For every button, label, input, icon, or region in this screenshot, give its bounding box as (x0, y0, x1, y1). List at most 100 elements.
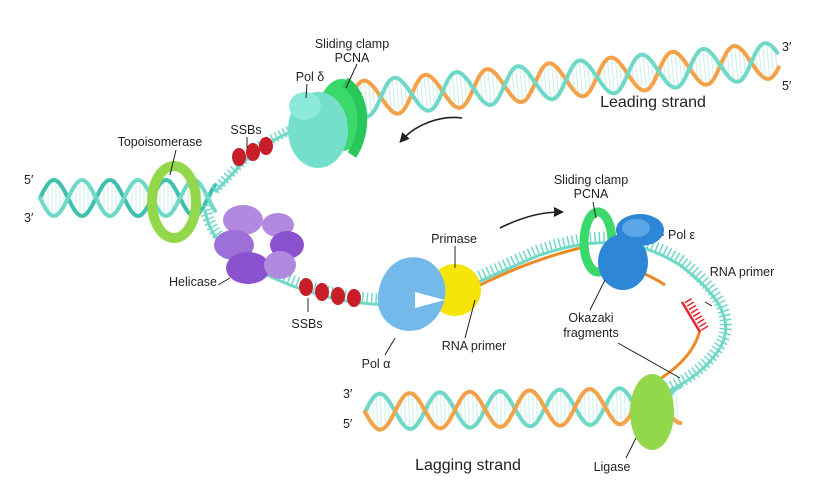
base-pair-rung (363, 80, 369, 117)
base-pair-rung (543, 66, 548, 98)
base-pair-rung (492, 395, 494, 423)
base-pair-rung (646, 56, 651, 88)
base-pair-rung (710, 53, 715, 80)
base-pair-rung (436, 393, 438, 428)
base-pair-rung (528, 390, 530, 427)
base-pair-rung (367, 82, 372, 115)
base-pair-rung (380, 393, 382, 430)
base-pair-rung (556, 390, 558, 425)
base-pair-rung (504, 393, 506, 425)
ssb-bead (299, 278, 313, 296)
label-pcna-top: PCNA (335, 51, 370, 65)
leader-lines (169, 63, 713, 459)
base-pair-rung (419, 78, 424, 109)
base-pair-rung (694, 55, 699, 80)
base-pair-rung (670, 52, 675, 88)
ssb-bead (246, 143, 260, 161)
base-pair-rung (408, 393, 410, 429)
ssbs-top-proteins (232, 137, 273, 166)
label-leading-strand: Leading strand (600, 94, 706, 111)
lagging-strand-parent-helix (363, 385, 683, 432)
base-pair-rung (666, 54, 671, 86)
base-pair-rung (766, 43, 771, 79)
base-pair-rung (578, 60, 584, 97)
base-pair-rung (584, 391, 586, 423)
pol-alpha-enzyme (377, 257, 446, 331)
end-top-right-5: 5′ (782, 79, 792, 93)
ssb-bead (331, 287, 345, 305)
base-pair-rung (606, 58, 611, 93)
base-pair-rung (592, 389, 594, 425)
base-pair-rung (519, 66, 524, 102)
label-sliding-clamp-top: Sliding clamp (315, 37, 389, 51)
label-helicase: Helicase (169, 275, 217, 289)
base-pair-rung (676, 387, 678, 423)
base-pair-rung (496, 391, 498, 427)
end-bottom-5: 5′ (343, 417, 353, 431)
end-top-right-3: 3′ (782, 40, 792, 54)
base-pair-rung (416, 397, 418, 425)
base-pair-rung (546, 63, 552, 100)
base-pair-rung (702, 48, 707, 85)
base-pair-rung (619, 62, 623, 87)
base-pair-rung (532, 391, 534, 426)
base-pair-rung (634, 58, 639, 88)
ligase-enzyme (630, 374, 674, 450)
label-ligase: Ligase (594, 460, 631, 474)
base-pair-rung (614, 58, 619, 92)
base-pair-rung (552, 394, 554, 422)
base-pair-rung (770, 45, 775, 76)
base-pair-rung (638, 55, 643, 91)
base-pair-rung (468, 391, 470, 428)
base-pair-rung (734, 45, 739, 82)
base-pair-rung (596, 393, 598, 421)
ssb-bead (347, 289, 361, 307)
base-pair-rung (571, 67, 575, 91)
base-pair-rung (495, 74, 499, 98)
label-okazaki-line2: fragments (563, 326, 619, 340)
base-pair-rung (491, 70, 496, 103)
base-pair-rung (455, 72, 460, 108)
base-pair-rung (376, 394, 378, 429)
label-ssbs-bottom: SSBs (291, 317, 322, 331)
base-pair-rung (620, 388, 622, 425)
base-pair-rung (500, 391, 502, 427)
base-pair-rung (624, 390, 626, 422)
base-pair-rung (588, 389, 590, 425)
label-sliding-clamp-right: Sliding clamp (554, 173, 628, 187)
label-pol-delta: Pol δ (296, 70, 325, 84)
base-pair-rung (444, 394, 446, 426)
ssbs-bottom-proteins (299, 278, 361, 307)
pol-delta-enzyme (288, 92, 348, 168)
base-pair-rung (555, 66, 559, 95)
base-pair-rung (515, 66, 520, 102)
label-primase: Primase (431, 232, 477, 246)
ssb-bead (315, 283, 329, 301)
pol-epsilon-enzyme (598, 214, 664, 290)
leading-direction-arrow (399, 116, 463, 144)
base-pair-rung (560, 389, 562, 426)
base-pair-rung (575, 62, 580, 95)
end-bottom-3: 3′ (343, 387, 353, 401)
base-pair-rung (564, 391, 566, 424)
base-pair-rung (487, 69, 492, 105)
base-pair-rung (451, 74, 456, 107)
base-pair-rung (432, 397, 434, 424)
base-pair-rung (730, 47, 735, 82)
base-pair-rung (440, 392, 442, 429)
helix-backbone-b (38, 177, 217, 219)
base-pair-rung (404, 395, 406, 427)
base-pair-rung (479, 74, 484, 101)
base-pair-rung (550, 63, 556, 99)
label-rna-primer-right: RNA primer (710, 265, 775, 279)
base-pair-rung (412, 393, 414, 429)
base-pair-rung (642, 54, 647, 91)
base-pair-rung (582, 61, 588, 95)
rna-primer-right-mark (680, 297, 710, 333)
base-pair-rung (472, 392, 474, 427)
helix-backbone-b (363, 385, 682, 431)
base-pair-rung (762, 43, 767, 79)
label-ssbs-top: SSBs (230, 123, 261, 137)
label-rna-primer-mid: RNA primer (442, 339, 507, 353)
base-pair-rung (476, 396, 478, 423)
